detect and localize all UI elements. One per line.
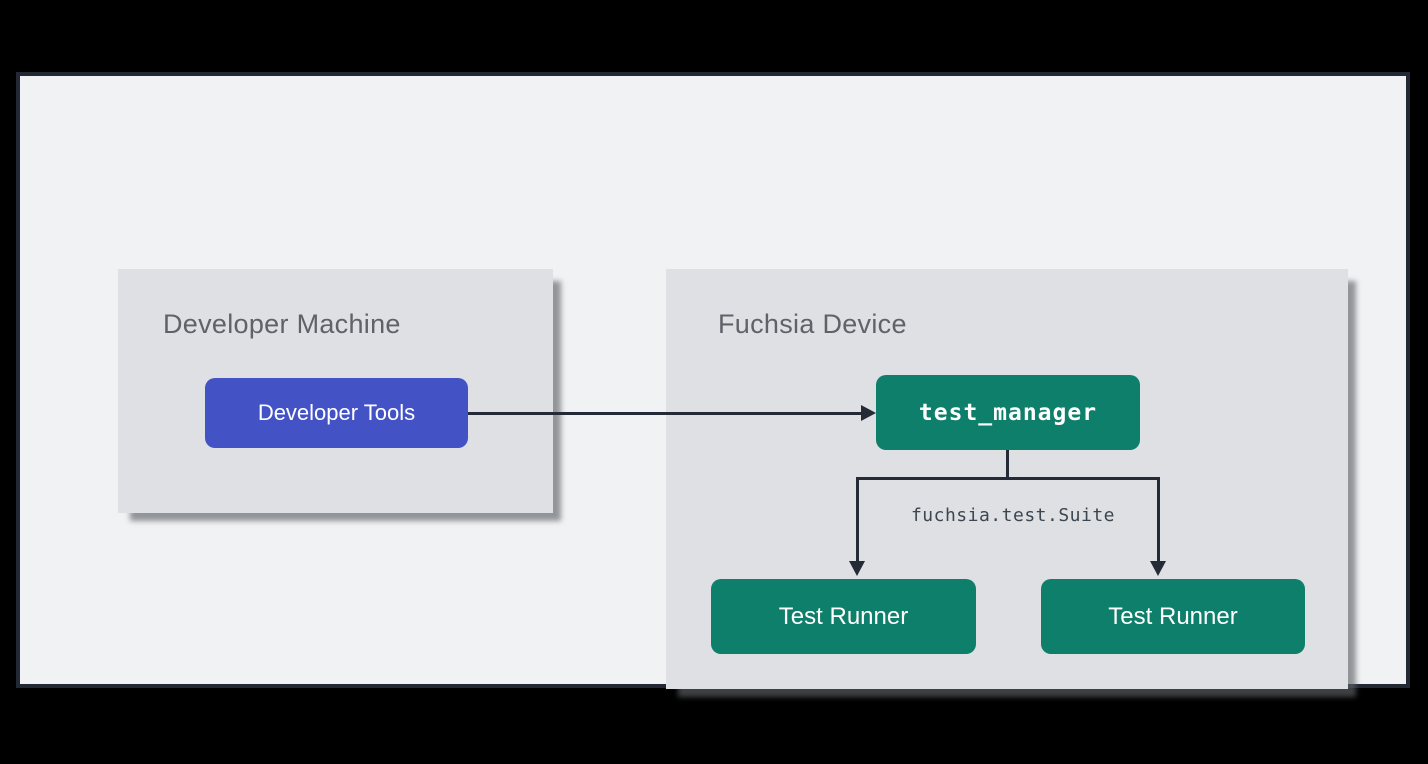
node-developer-tools: Developer Tools	[205, 378, 468, 448]
edge-label-fuchsia-test-suite: fuchsia.test.Suite	[910, 505, 1116, 526]
group-developer-machine: Developer Machine	[118, 269, 553, 513]
edge-branch-line	[857, 477, 1160, 480]
edge-to-runner2-line	[1157, 477, 1160, 565]
edge-to-runner1-line	[856, 477, 859, 565]
edge-devtools-to-testmanager-line	[468, 412, 864, 415]
diagram-canvas: Developer Machine Fuchsia Device Develop…	[16, 72, 1410, 689]
group-title-developer-machine: Developer Machine	[163, 309, 401, 339]
node-test-runner-2: Test Runner	[1041, 579, 1305, 654]
group-title-fuchsia-device: Fuchsia Device	[718, 309, 907, 339]
edge-testmanager-stem-line	[1006, 450, 1009, 479]
node-test-manager: test_manager	[876, 375, 1140, 450]
arrow-down-icon	[1150, 561, 1166, 576]
arrow-down-icon	[849, 561, 865, 576]
arrow-right-icon	[861, 405, 876, 421]
node-test-runner-1: Test Runner	[711, 579, 976, 654]
